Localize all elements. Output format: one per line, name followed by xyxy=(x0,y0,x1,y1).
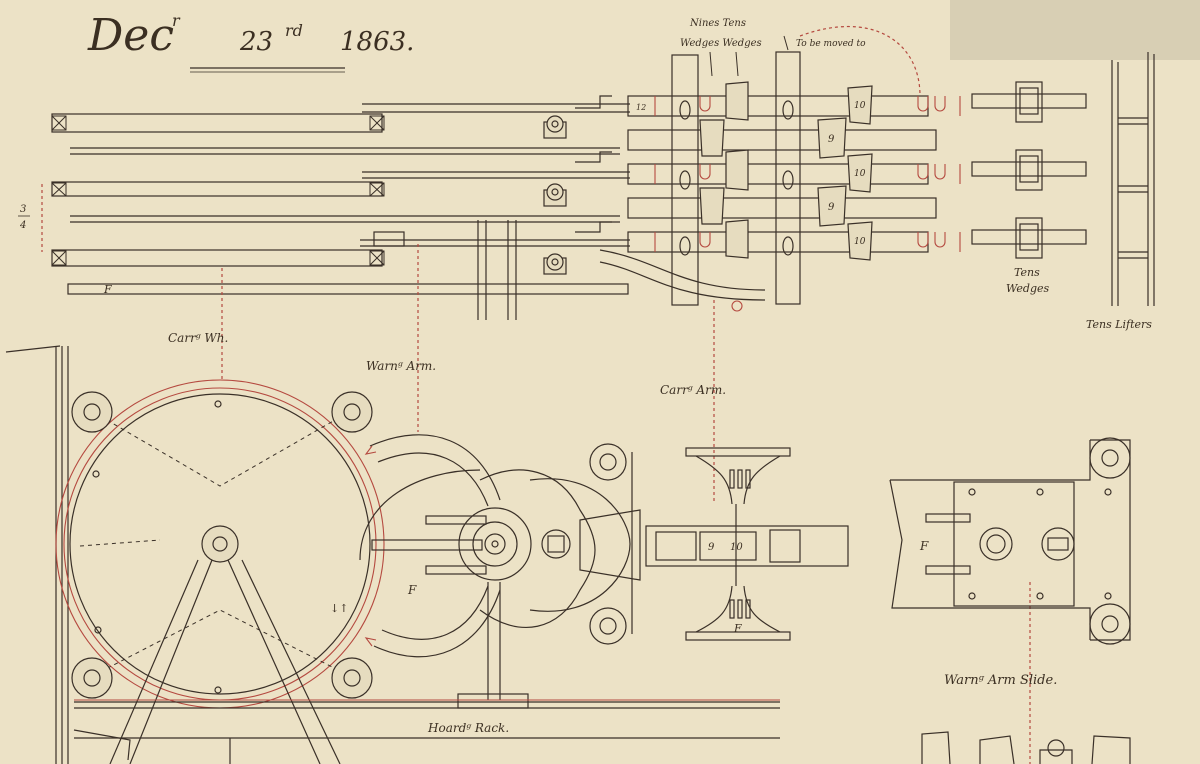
date-year: 1863. xyxy=(340,27,414,57)
wedge-column: 10 9 10 9 10 12 xyxy=(599,51,961,312)
frame-posts xyxy=(373,220,517,320)
red-mark: ↓↑ xyxy=(330,602,348,615)
carriage-arm-body xyxy=(371,443,633,709)
date-day: 23 xyxy=(239,27,273,57)
date-day-sup: rd xyxy=(285,21,303,40)
wedge-frame-left xyxy=(671,54,699,306)
wheel-hub xyxy=(201,525,239,563)
label-wedges: Wedges xyxy=(1006,282,1050,295)
date-month: Dec xyxy=(87,10,174,61)
wedge-num-9a: 9 xyxy=(828,134,835,145)
f-mark-arm: F xyxy=(407,583,417,597)
label-carr-arm: Carrᵍ Arm. xyxy=(660,383,726,397)
tens-lifters xyxy=(1111,52,1155,306)
wedge-num-9b: 9 xyxy=(828,202,835,213)
carriage-wheel-rim xyxy=(69,393,371,695)
bar-1 xyxy=(51,113,383,133)
warning-arm xyxy=(359,434,532,658)
cylinder-10: 10 xyxy=(730,542,743,553)
label-nines-tens: Nines Tens xyxy=(689,18,746,29)
tens-wedges-stack xyxy=(971,81,1087,259)
stepped-connectors xyxy=(575,95,612,233)
label-arrows xyxy=(709,35,789,77)
bottom-right-fragment xyxy=(921,731,1131,764)
wedge-num-10c: 10 xyxy=(854,237,866,247)
label-carr-wh: Carrᵍ Wh. xyxy=(168,331,228,345)
label-to-be-moved: To be moved to xyxy=(796,39,866,49)
hoarding-rack xyxy=(73,701,780,764)
wheel-hidden-lines xyxy=(79,415,343,673)
thin-rods xyxy=(67,103,630,295)
fraction-denominator: 4 xyxy=(19,220,26,231)
warning-arm-slide xyxy=(889,437,1131,645)
label-warn-arm-slide: Warnᵍ Arm Slide. xyxy=(944,673,1057,688)
bar-2 xyxy=(51,181,383,197)
paper-stain xyxy=(950,0,1200,60)
small-holes xyxy=(92,400,222,694)
lower-elevation-view: ↓↑ F 9 10 F xyxy=(5,345,1131,764)
date-heading: Dec r 23 rd 1863. xyxy=(87,10,414,73)
red-hook-bottom xyxy=(364,637,377,647)
label-hoard-rack: Hoardᵍ Rack. xyxy=(427,721,509,735)
left-frame xyxy=(5,345,69,764)
label-warn-arm: Warnᵍ Arm. xyxy=(366,359,436,373)
pivot-brackets xyxy=(543,115,567,275)
date-month-sup: r xyxy=(172,11,181,30)
label-tens-lifters: Tens Lifters xyxy=(1086,318,1152,331)
wedge-frame-right xyxy=(775,51,801,305)
wedge-num-10b: 10 xyxy=(854,169,866,179)
label-wedges-wedges: Wedges Wedges xyxy=(680,38,762,49)
a-frame xyxy=(109,559,341,764)
upper-plan-view: F xyxy=(18,18,1155,331)
to-be-moved-arrow xyxy=(799,26,921,97)
wedge-num-12: 12 xyxy=(636,103,646,112)
crossed-boxes xyxy=(51,115,385,266)
wedge-num-10a: 10 xyxy=(854,101,866,111)
f-mark-top: F xyxy=(103,283,112,296)
red-hook-top xyxy=(364,445,377,455)
carriage-t-heads xyxy=(579,447,849,641)
bar-3 xyxy=(51,249,383,267)
fraction-numerator: 3 xyxy=(20,204,26,215)
corner-bosses xyxy=(71,391,373,699)
cylinder-9: 9 xyxy=(708,542,715,553)
f-mark-slide: F xyxy=(919,539,929,553)
f-mark-t: F xyxy=(733,622,742,635)
label-tens: Tens xyxy=(1014,266,1040,279)
